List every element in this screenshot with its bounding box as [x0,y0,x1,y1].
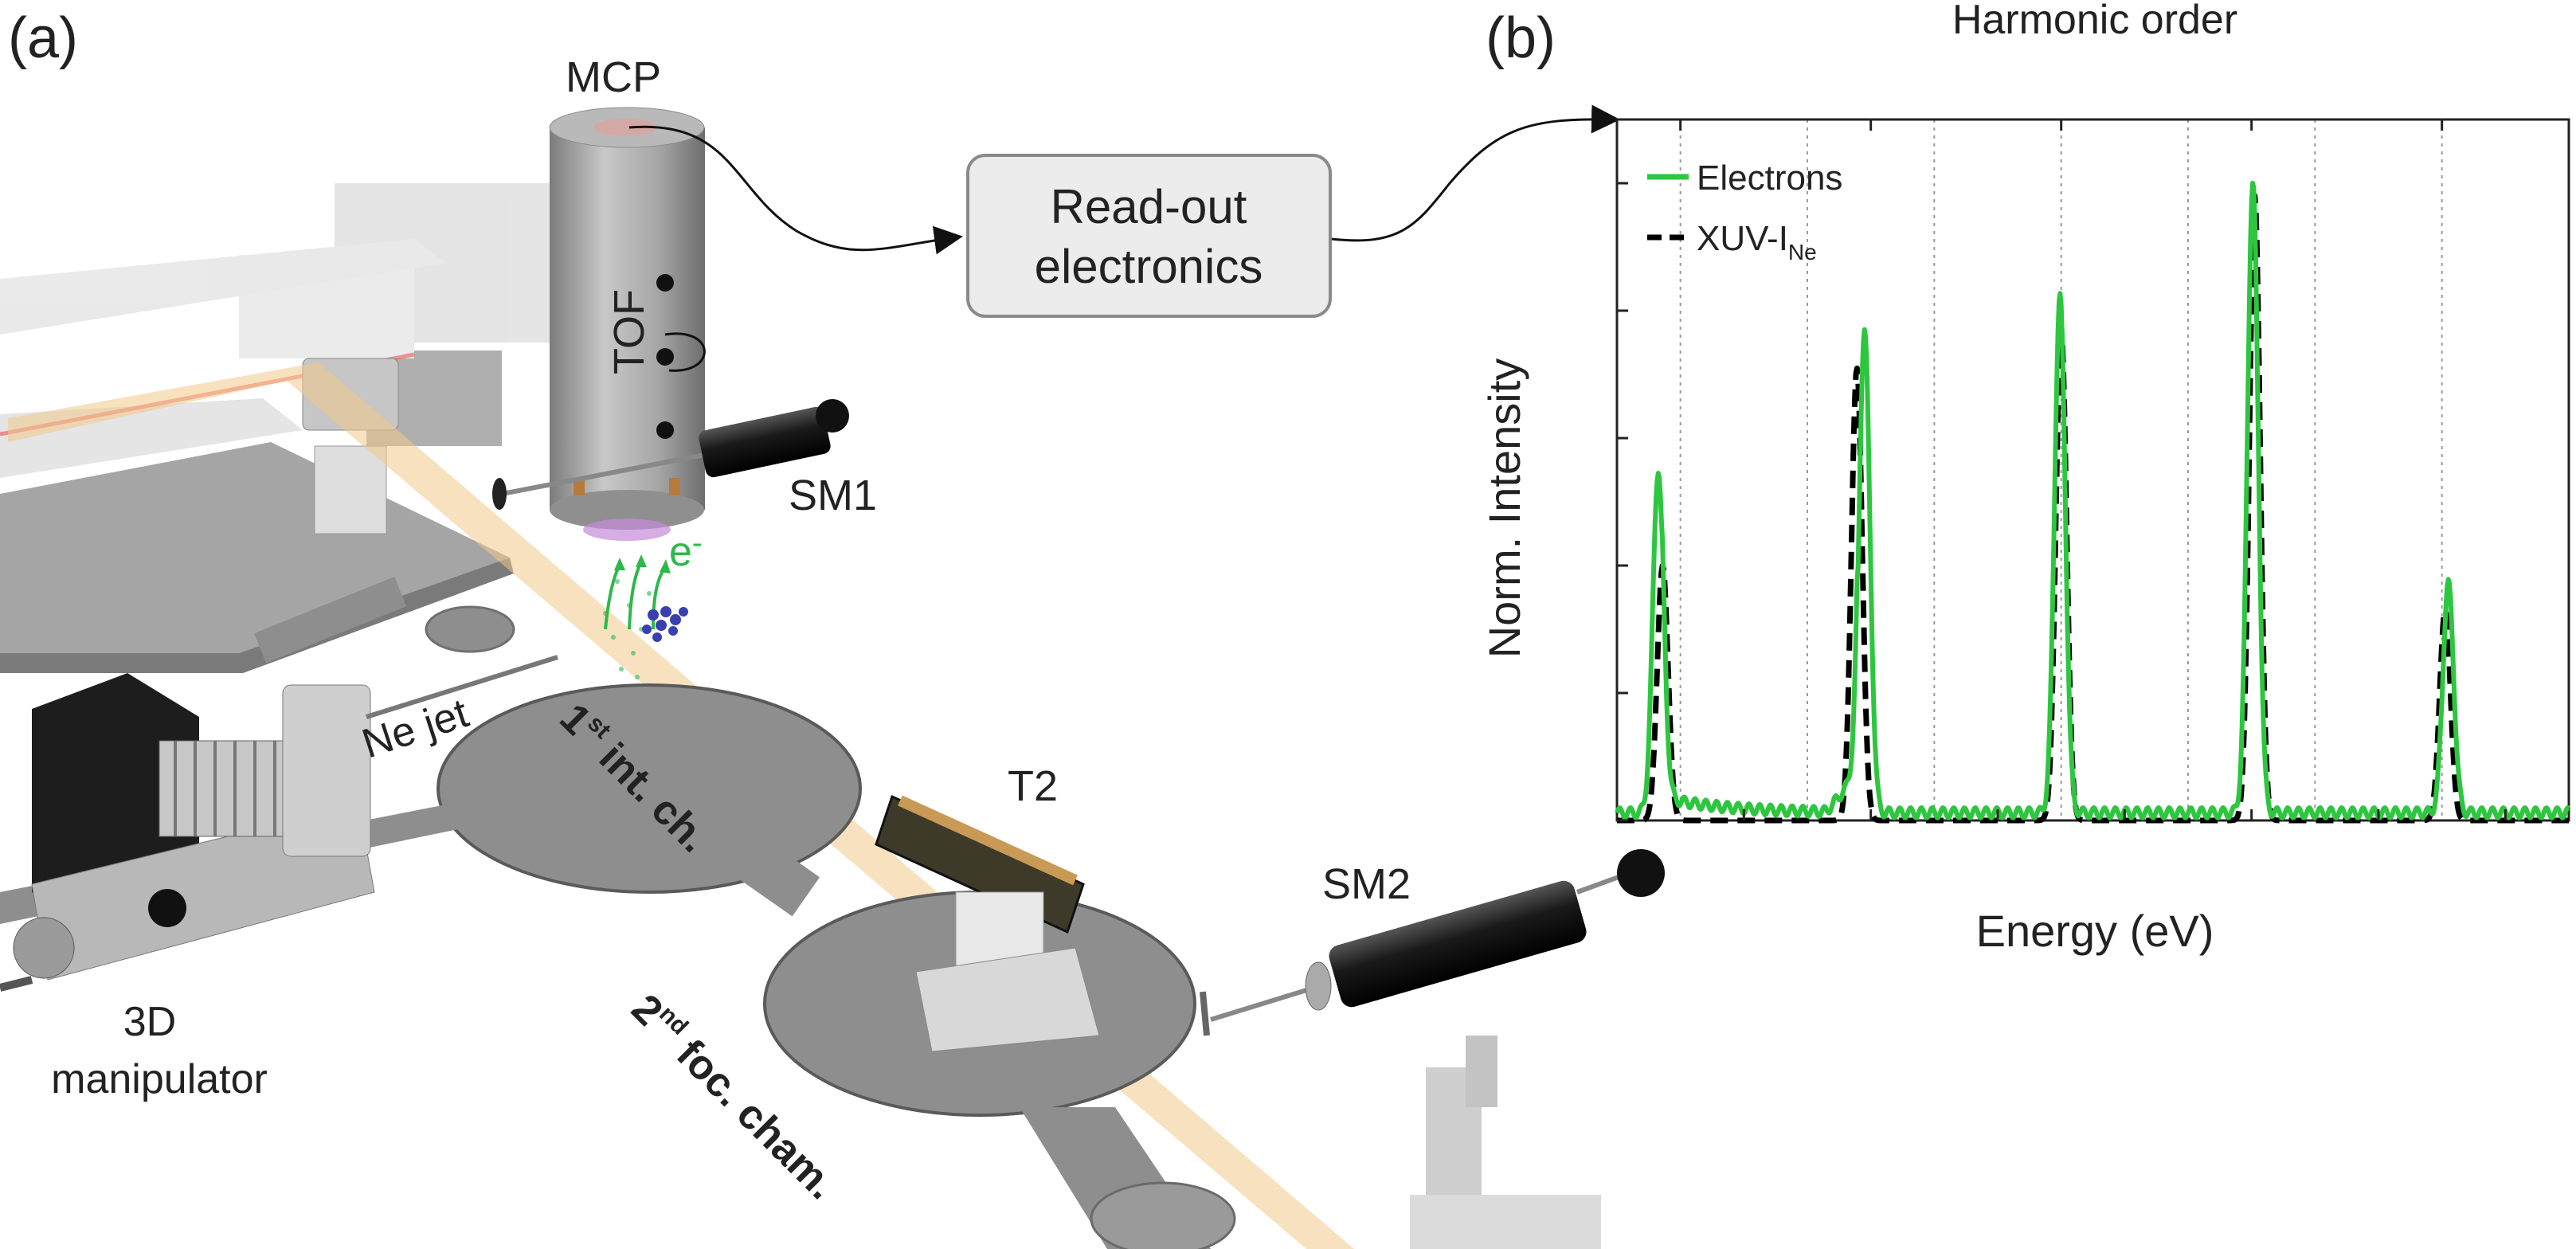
sm1-label: SM1 [789,472,877,519]
signal-cable-in [628,125,963,255]
t2-mirror [875,794,1100,1052]
manipulator-bellows [159,740,303,837]
chart-x-axis-title: Energy (eV) [1976,906,2214,956]
xuv-beam [8,362,1354,1249]
chart-top-axis-title: Harmonic order [1952,0,2237,43]
manipulator-micrometer [13,917,75,979]
readout-box-frame [966,154,1332,318]
sm2-flange [1305,961,1332,1011]
t1-post [314,445,387,534]
first-interaction-chamber [437,683,862,894]
chart-axis-ticks [1617,119,2507,822]
background-optics [0,183,597,478]
sm1-manipulator [492,399,849,510]
tof-clamp-1 [574,478,585,495]
sm2-label: SM2 [1322,860,1411,908]
connector-tube-1 [254,576,407,664]
tof-port-3 [656,421,674,439]
tof-spectrometer: TOF [549,107,706,541]
sm2-shaft [1210,985,1315,1022]
manipulator-label-line2: manipulator [51,1056,268,1102]
tof-cable-loop [664,332,706,372]
chart-y-axis-title: Norm. Intensity [1479,358,1529,659]
sm2-knob [1617,849,1665,897]
mcp-detector [593,119,657,136]
manipulator-knob [148,889,186,927]
sm1-end-plate [492,478,507,510]
legend-label-xuv: XUV-INe [1697,219,1817,264]
sm1-knob [816,399,849,433]
t2-gold-coating [898,795,1078,886]
chart-legend: Electrons XUV-INe [1647,159,1842,264]
readout-line2: electronics [1035,240,1263,293]
connector-tube-2 [733,836,820,917]
readout-line1: Read-out [1051,180,1247,233]
tof-body [550,127,705,510]
port-flange [425,605,515,653]
tof-label: TOF [605,289,653,374]
panel-b: (b) Harmonic order Energy (eV) Norm. Int… [1479,0,2571,956]
tof-clamp-2 [669,478,680,495]
legend-label-electrons: Electrons [1697,159,1842,198]
electron-arrows [614,554,671,574]
sm2-bracket [1200,991,1210,1036]
ion-cloud [642,606,688,642]
bellows-ribs [174,741,276,836]
manipulator-label-line1: 3D [123,999,176,1045]
sm2-rod [1329,880,1587,1008]
panel-b-label: (b) [1486,6,1556,70]
interaction-region [603,554,688,679]
mcp-label: MCP [566,53,661,101]
tof-entrance-glow [583,519,671,541]
3d-manipulator [0,673,375,992]
breadboard-edge [0,558,514,673]
manipulator-flange [282,684,371,857]
tof-bottom-cap [550,490,704,530]
background-robot [1410,1036,1601,1249]
manipulator-shaft [0,976,33,992]
panel-a-label: (a) [8,6,78,70]
signal-cable-out [1331,104,1620,242]
end-flange [1090,1181,1236,1249]
electron-label: e- [669,527,703,575]
series-line-electrons [1615,181,2570,820]
panel-a: (a) [0,6,1665,1249]
ne-jet-nozzle [366,655,558,719]
sm1-shaft [501,452,710,496]
tof-port-2 [656,348,674,366]
series-line-xuv [1615,193,2571,824]
sm2-tip [1576,874,1623,895]
tof-port-1 [656,274,674,292]
t2-stage [915,947,1100,1052]
background-rail [0,239,446,335]
chart-series-group [1615,181,2571,824]
t2-label: T2 [1008,762,1058,810]
sm2-manipulator [1200,849,1665,1036]
sm1-rod [699,406,831,478]
chart-harmonic-gridlines [1679,119,2443,820]
readout-electronics-box: Read-out electronics [966,154,1332,318]
